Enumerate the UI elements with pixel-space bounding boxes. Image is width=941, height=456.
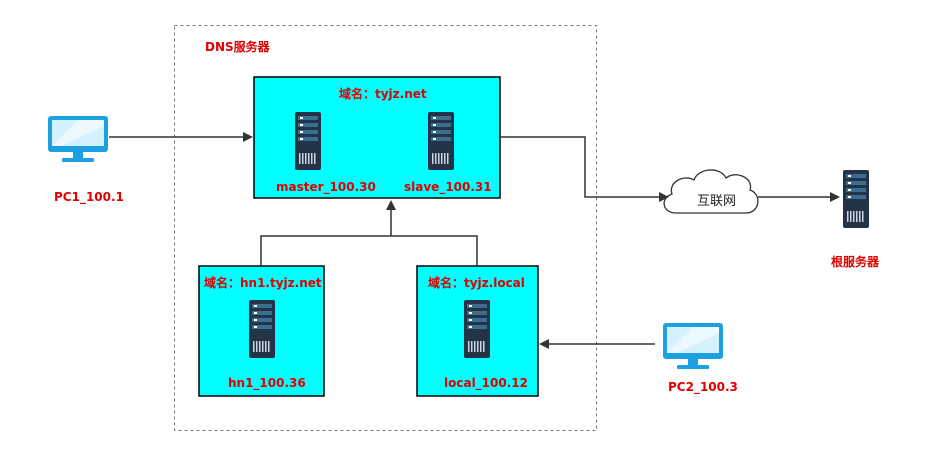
pc1-monitor-icon bbox=[48, 116, 108, 162]
hn1-to-master-edge bbox=[260, 235, 391, 266]
hn1-server-icon bbox=[249, 300, 275, 358]
dns-group-title: DNS服务器 bbox=[205, 40, 270, 54]
local-server-icon bbox=[464, 300, 490, 358]
internet-cloud-icon bbox=[663, 169, 759, 214]
root-server-label: 根服务器 bbox=[831, 255, 880, 269]
pc1-label: PC1_100.1 bbox=[54, 190, 124, 204]
pc2-label: PC2_100.3 bbox=[668, 380, 738, 394]
hn1-server-label: hn1_100.36 bbox=[228, 376, 306, 390]
local-server-label: local_100.12 bbox=[444, 376, 528, 390]
hn1-domain-label: 域名：hn1.tyjz.net bbox=[204, 276, 322, 290]
master-domain-label: 域名：tyjz.net bbox=[339, 87, 427, 101]
master-server-label: master_100.30 bbox=[276, 180, 376, 194]
local-domain-label: 域名：tyjz.local bbox=[428, 276, 525, 290]
root-server-icon bbox=[843, 170, 869, 228]
pc2-monitor-icon bbox=[663, 323, 723, 369]
local-to-master-edge bbox=[391, 235, 478, 266]
slave-server-label: slave_100.31 bbox=[404, 180, 492, 194]
internet-label: 互联网 bbox=[697, 194, 737, 209]
dns-server-group bbox=[174, 25, 597, 431]
master-to-internet-edge bbox=[500, 136, 669, 202]
slave-server-icon bbox=[428, 112, 454, 170]
master-server-icon bbox=[295, 112, 321, 170]
